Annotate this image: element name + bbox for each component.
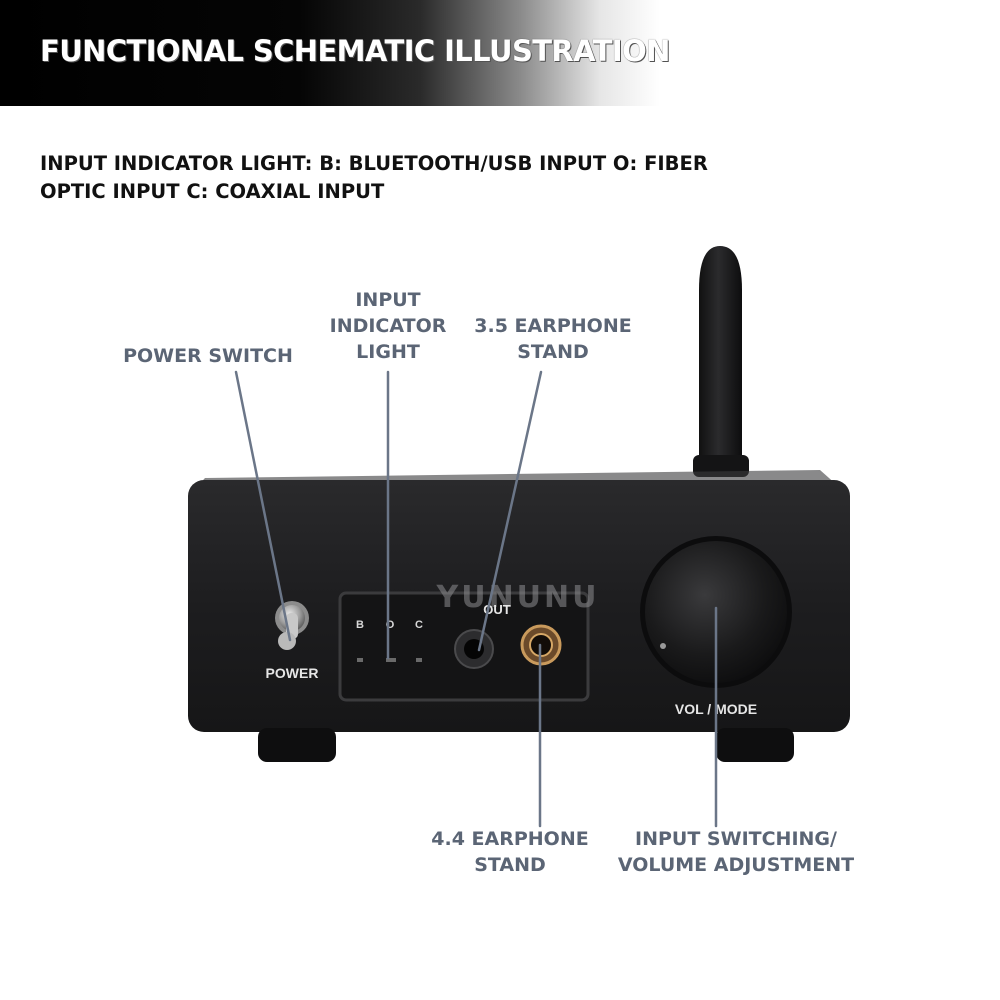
indicator-c-label: C: [415, 619, 423, 631]
title-banner: FUNCTIONAL SCHEMATIC ILLUSTRATION: [0, 0, 1000, 106]
legend-line-1: INPUT INDICATOR LIGHT: B: BLUETOOTH/USB …: [40, 152, 708, 175]
bluetooth-antenna: [693, 246, 749, 477]
right-foot: [716, 728, 794, 762]
page-title: FUNCTIONAL SCHEMATIC ILLUSTRATION: [40, 34, 670, 68]
indicator-legend-note: INPUT INDICATOR LIGHT: B: BLUETOOTH/USB …: [40, 150, 760, 206]
watermark-logo: YUNUNU: [435, 580, 599, 615]
callout-3-5-earphone-stand: 3.5 EARPHONE STAND: [474, 315, 632, 363]
callout-input-indicator-light: INPUT INDICATOR LIGHT: [329, 289, 447, 363]
indicator-o-led: [386, 658, 396, 662]
leader-line-power: [234, 370, 292, 642]
indicator-b-led: [357, 658, 363, 662]
leader-line-3-5: [477, 370, 543, 652]
callout-power-switch: POWER SWITCH: [123, 345, 293, 367]
indicator-b-label: B: [356, 619, 364, 631]
power-label: POWER: [266, 665, 319, 681]
earphone-jack-3-5mm[interactable]: [454, 629, 494, 669]
indicator-o-label: O: [386, 619, 395, 631]
left-foot: [258, 728, 336, 762]
legend-line-2: OPTIC INPUT C: COAXIAL INPUT: [40, 180, 385, 203]
callout-4-4-earphone-stand: 4.4 EARPHONE STAND: [431, 828, 589, 876]
indicator-c-led: [416, 658, 422, 662]
callout-input-switching-volume: INPUT SWITCHING/ VOLUME ADJUSTMENT: [617, 828, 855, 876]
